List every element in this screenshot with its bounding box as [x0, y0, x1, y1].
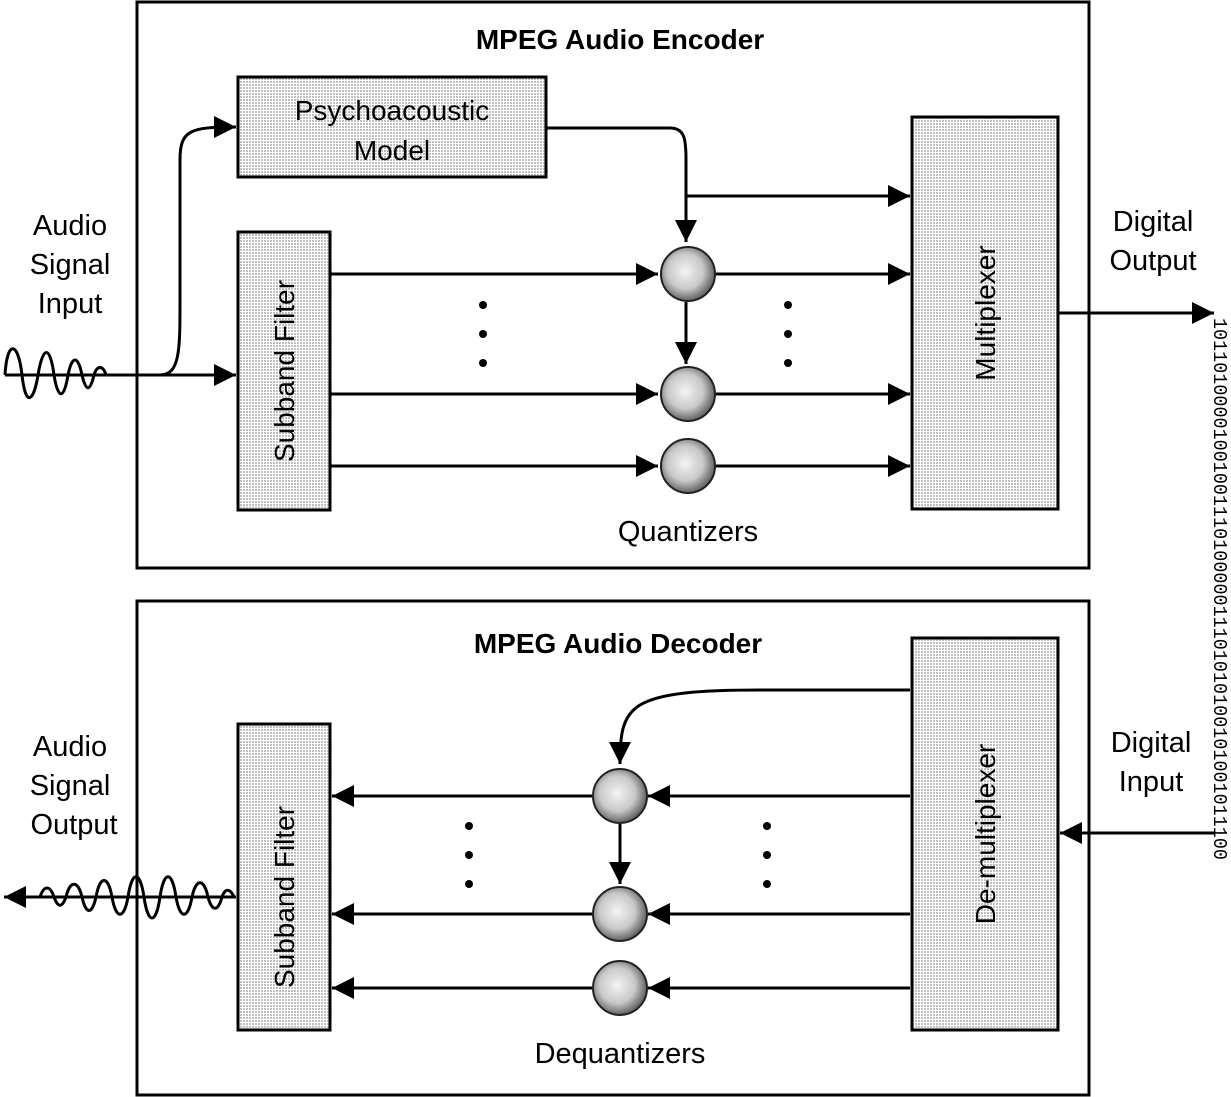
decoder-frame	[135, 599, 1091, 1097]
audio-input-label-line1: Audio	[33, 210, 107, 242]
decoder-panel: MPEG Audio Decoder De-multiplexer Subban…	[4, 599, 1214, 1097]
encoder-frame	[135, 0, 1091, 570]
dequantizer-1-icon	[592, 768, 648, 824]
bitstream-text: 1011010000100100111010000011101010100101…	[1208, 318, 1230, 860]
quantizer-1-icon	[660, 246, 716, 302]
digital-input-label-line1: Digital	[1111, 727, 1192, 759]
audio-output-label-line3: Output	[30, 809, 117, 841]
psychoacoustic-label-line1: Psychoacoustic	[295, 95, 490, 126]
encoder-ellipsis-left	[479, 301, 487, 367]
quantizer-2-icon	[660, 366, 716, 422]
multiplexer-box: Multiplexer	[910, 115, 1060, 511]
input-waveform-icon	[3, 347, 108, 400]
dequantizer-3-icon	[592, 960, 648, 1016]
decoder-subband-filter-box: Subband Filter	[236, 722, 332, 1032]
audio-input-label-line3: Input	[38, 288, 103, 320]
quantizer-3-icon	[660, 438, 716, 494]
encoder-ellipsis-right	[784, 301, 792, 367]
multiplexer-label: Multiplexer	[970, 245, 1001, 380]
demux-to-dequantizer-arrow	[609, 688, 910, 765]
input-to-psychoacoustic-arrow	[159, 116, 237, 377]
audio-input-label-line2: Signal	[30, 249, 111, 281]
decoder-ellipsis-left	[465, 822, 473, 888]
encoder-subband-filter-box: Subband Filter	[236, 230, 332, 512]
decoder-ellipsis-right	[763, 822, 771, 888]
psychoacoustic-model-box: Psychoacoustic Model	[236, 75, 548, 179]
psychoacoustic-label-line2: Model	[354, 135, 430, 166]
demultiplexer-label: De-multiplexer	[970, 744, 1001, 925]
decoder-subband-filter-label: Subband Filter	[269, 806, 300, 988]
audio-output-label-line1: Audio	[33, 731, 107, 763]
psychoacoustic-to-quantizer-arrow	[546, 126, 697, 242]
decoder-title: MPEG Audio Decoder	[474, 628, 762, 659]
encoder-subband-filter-label: Subband Filter	[269, 280, 300, 462]
encoder-title: MPEG Audio Encoder	[476, 24, 764, 55]
encoder-panel: MPEG Audio Encoder Psychoacoustic Model …	[3, 0, 1214, 570]
quantizers-label: Quantizers	[618, 516, 758, 548]
demultiplexer-box: De-multiplexer	[910, 636, 1060, 1032]
dequantizers-label: Dequantizers	[535, 1038, 706, 1070]
digital-output-label-line1: Digital	[1113, 206, 1194, 238]
digital-output-label-line2: Output	[1109, 245, 1196, 277]
digital-input-label-line2: Input	[1119, 766, 1184, 798]
audio-output-label-line2: Signal	[30, 770, 111, 802]
dequantizer-2-icon	[592, 886, 648, 942]
